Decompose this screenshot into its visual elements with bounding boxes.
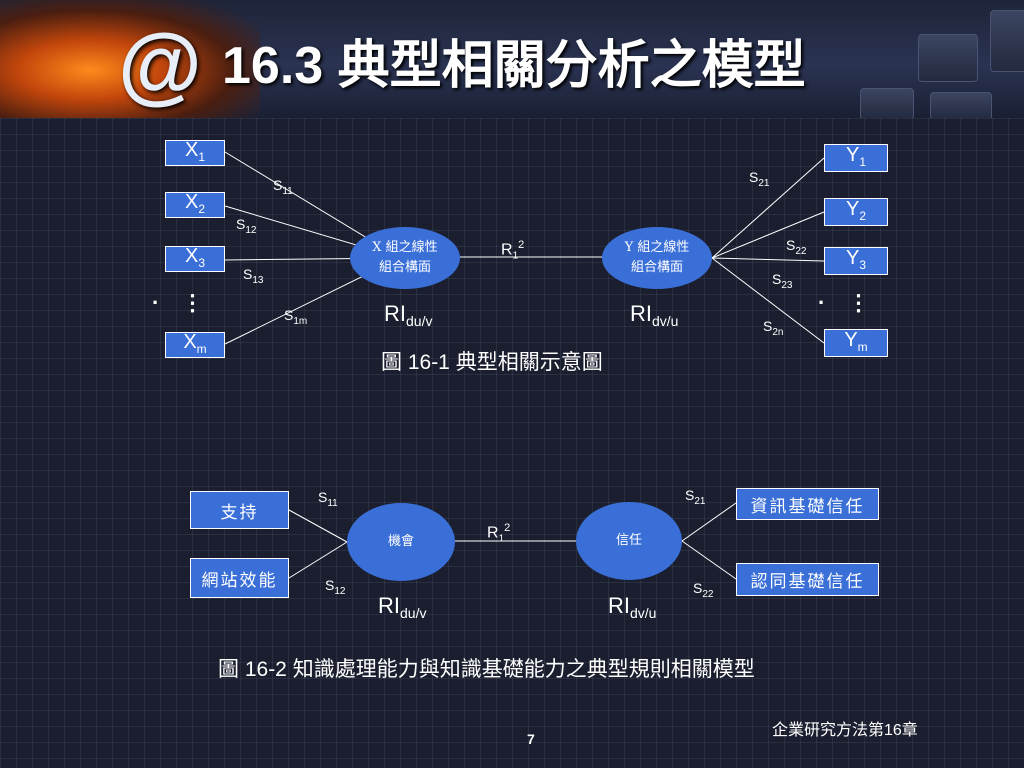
path-y2	[711, 211, 825, 259]
figure-caption: 圖 16-2 知識處理能力與知識基礎能力之典型規則相關模型	[218, 658, 755, 681]
ellipsis-dots: · ⋮	[818, 290, 878, 315]
path-label: S12	[236, 216, 257, 236]
y-variable-box: Y1	[824, 144, 888, 172]
variable-box-info-trust: 資訊基礎信任	[736, 488, 879, 520]
x-variable-box: X3	[165, 246, 225, 272]
variable-box-identity-trust: 認同基礎信任	[736, 563, 879, 596]
x-composite-ellipse: X 組之線性組合構面	[350, 227, 460, 289]
variable-box-support: 支持	[190, 491, 289, 529]
header-banner: @	[0, 0, 1024, 118]
path-label: S23	[772, 271, 793, 291]
path-info	[681, 502, 737, 542]
path-label: S12	[325, 577, 346, 597]
path-label: S1m	[284, 307, 308, 327]
y-variable-box: Ym	[824, 329, 888, 357]
path-label: S21	[685, 487, 706, 507]
y-variable-box: Y3	[824, 247, 888, 275]
figure-caption: 圖 16-1 典型相關示意圖	[381, 351, 603, 374]
canonical-correlation-label: R12	[487, 522, 511, 545]
keyboard-key-icon	[930, 92, 992, 118]
x-variable-box: X1	[165, 140, 225, 166]
at-sign-logo-icon: @	[118, 17, 202, 113]
redundancy-index-label: RIdu/v	[384, 301, 433, 330]
ellipsis-dots: · ⋮	[152, 290, 212, 315]
y-composite-ellipse: Y 組之線性組合構面	[602, 227, 712, 289]
y-variable-box: Y2	[824, 198, 888, 226]
opportunity-ellipse: 機會	[347, 503, 455, 581]
path-label: S2n	[763, 318, 784, 338]
path-label: S13	[243, 266, 264, 286]
path-y1	[711, 157, 825, 259]
path-label: S22	[693, 580, 714, 600]
variable-box-web-performance: 網站效能	[190, 558, 289, 598]
path-y3	[711, 257, 825, 262]
keyboard-key-icon	[918, 34, 978, 82]
redundancy-index-label: RIdv/u	[608, 593, 657, 622]
x-variable-box: Xm	[165, 332, 225, 358]
course-footer: 企業研究方法第16章	[772, 722, 918, 739]
path-support	[288, 509, 348, 543]
path-web	[288, 541, 348, 579]
path-label: S11	[318, 489, 338, 509]
path-label: S11	[273, 177, 293, 197]
page-title: 16.3 典型相關分析之模型	[222, 37, 806, 95]
path-label: S21	[749, 169, 770, 189]
x-variable-box: X2	[165, 192, 225, 218]
path-label: S22	[786, 237, 807, 257]
redundancy-index-label: RIdv/u	[630, 301, 679, 330]
canonical-correlation-label: R12	[501, 239, 525, 262]
redundancy-index-label: RIdu/v	[378, 593, 427, 622]
grid-background	[0, 118, 1024, 768]
page-number: 7	[527, 731, 535, 747]
keyboard-key-icon	[860, 88, 914, 118]
path-ident	[681, 540, 737, 580]
keyboard-key-icon	[990, 10, 1024, 72]
header-glow	[0, 0, 260, 118]
trust-ellipse: 信任	[576, 502, 682, 580]
path-ym	[711, 257, 825, 344]
